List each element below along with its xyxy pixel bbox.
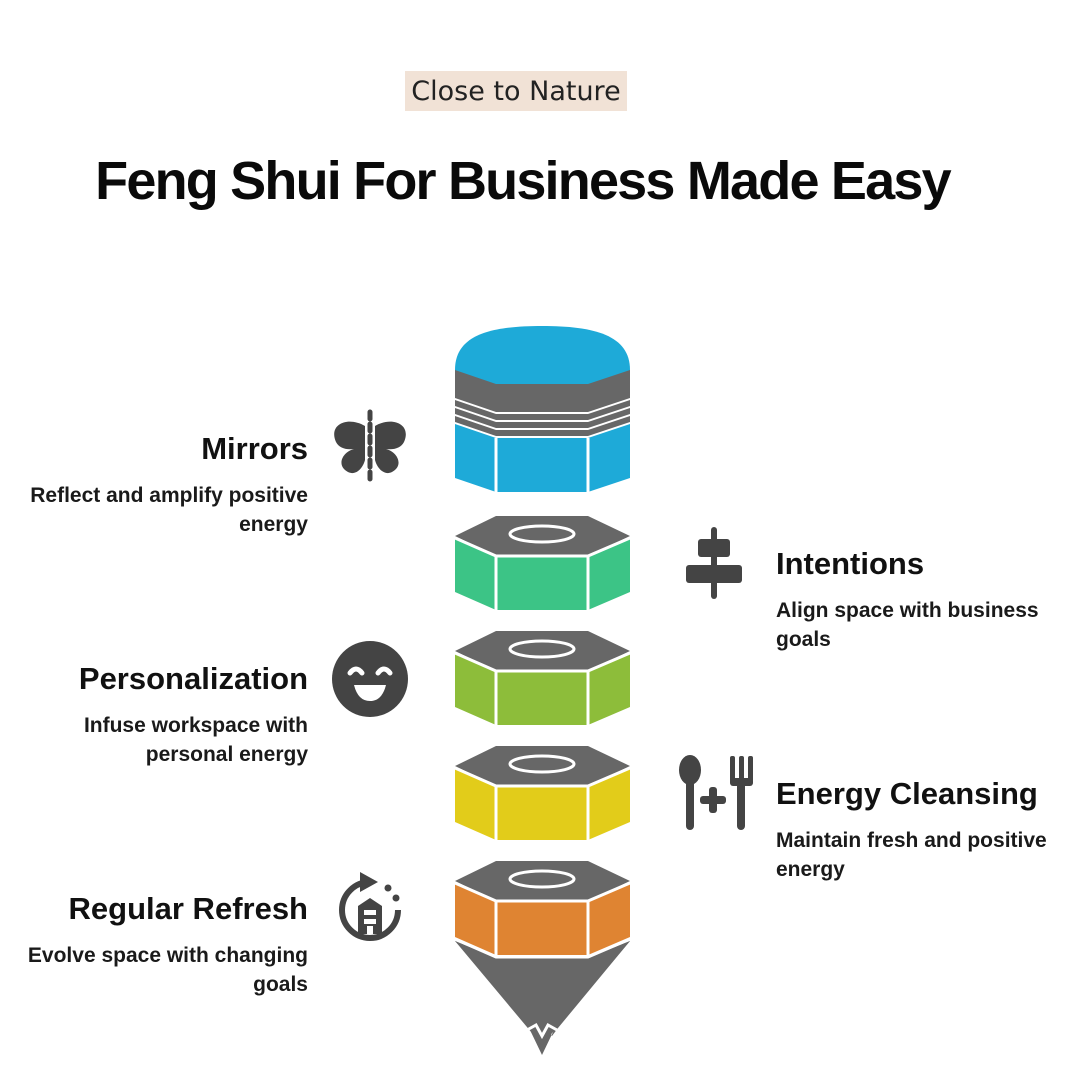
pencil-tip xyxy=(454,937,631,1055)
smile-icon xyxy=(332,641,408,717)
item-heading: Personalization xyxy=(78,661,308,696)
item-personalization: Personalization Infuse workspace with pe… xyxy=(79,661,308,769)
item-description: Infuse workspace with personal energy xyxy=(83,714,308,766)
item-heading: Regular Refresh xyxy=(68,891,308,926)
category-tag: Close to Nature xyxy=(405,71,627,111)
refresh-building-icon xyxy=(339,872,401,941)
item-description: Align space with business goals xyxy=(776,599,1039,651)
item-energy-cleansing: Energy Cleansing Maintain fresh and posi… xyxy=(776,776,1047,884)
segment-intentions xyxy=(454,516,631,610)
segment-personalization xyxy=(454,631,631,725)
item-intentions: Intentions Align space with business goa… xyxy=(776,546,1039,654)
item-heading: Energy Cleansing xyxy=(776,776,1038,811)
segment-energy-cleansing xyxy=(454,746,631,840)
utensils-plus-icon xyxy=(679,755,753,830)
item-regular-refresh: Regular Refresh Evolve space with changi… xyxy=(28,891,308,999)
item-description: Reflect and amplify positive energy xyxy=(30,484,308,536)
page-title: Feng Shui For Business Made Easy xyxy=(95,151,951,211)
segment-mirrors xyxy=(455,326,630,492)
align-center-icon xyxy=(686,527,742,599)
item-mirrors: Mirrors Reflect and amplify positive ene… xyxy=(30,431,308,539)
item-description: Evolve space with changing goals xyxy=(27,944,308,996)
butterfly-icon xyxy=(334,409,406,487)
item-heading: Intentions xyxy=(776,546,925,581)
item-heading: Mirrors xyxy=(201,431,308,466)
segment-regular-refresh xyxy=(454,861,631,955)
item-description: Maintain fresh and positive energy xyxy=(776,829,1047,881)
